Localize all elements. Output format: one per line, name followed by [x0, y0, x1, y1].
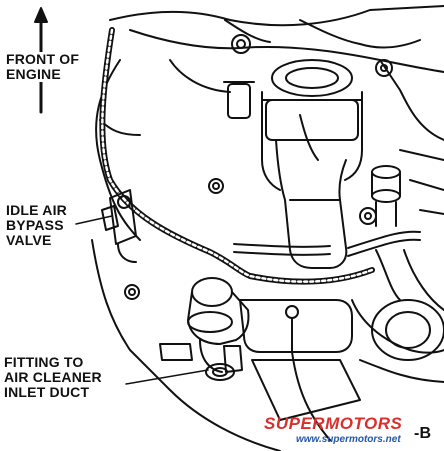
- fitting-label: FITTING TO AIR CLEANER INLET DUCT: [4, 355, 102, 400]
- watermark-url: www.supermotors.net: [296, 434, 401, 445]
- fitting-line1: FITTING TO: [4, 354, 84, 370]
- idle-air-bypass-valve-label: IDLE AIR BYPASS VALVE: [6, 203, 67, 248]
- mounting-bolts: [124, 34, 393, 300]
- iab-line2: BYPASS: [6, 217, 64, 233]
- upper-intake-outline: [95, 5, 444, 241]
- sensor-cylinder: [371, 165, 401, 227]
- distributor-cap: [351, 249, 444, 383]
- wire-harness: [99, 27, 375, 285]
- fitting-line3: INLET DUCT: [4, 384, 90, 400]
- leader-lines: [75, 215, 209, 385]
- bypass-fitting-assembly: [159, 277, 250, 381]
- front-of-engine-line1: FRONT OF: [6, 51, 80, 67]
- vacuum-hose: [233, 230, 421, 257]
- figure-code: -B: [414, 425, 432, 442]
- idle-air-bypass-valve-part: [101, 189, 137, 263]
- iab-line3: VALVE: [6, 232, 52, 248]
- front-of-engine-label: FRONT OF ENGINE: [6, 51, 80, 82]
- iab-line1: IDLE AIR: [6, 202, 67, 218]
- lower-manifold: [91, 239, 361, 451]
- fitting-line2: AIR CLEANER: [4, 369, 102, 385]
- left-bracket: [223, 81, 255, 119]
- front-of-engine-line2: ENGINE: [6, 66, 61, 82]
- frame-rail: [399, 149, 444, 215]
- throttle-body-elbow: [261, 59, 363, 269]
- watermark-brand: SUPERMOTORS: [264, 414, 403, 433]
